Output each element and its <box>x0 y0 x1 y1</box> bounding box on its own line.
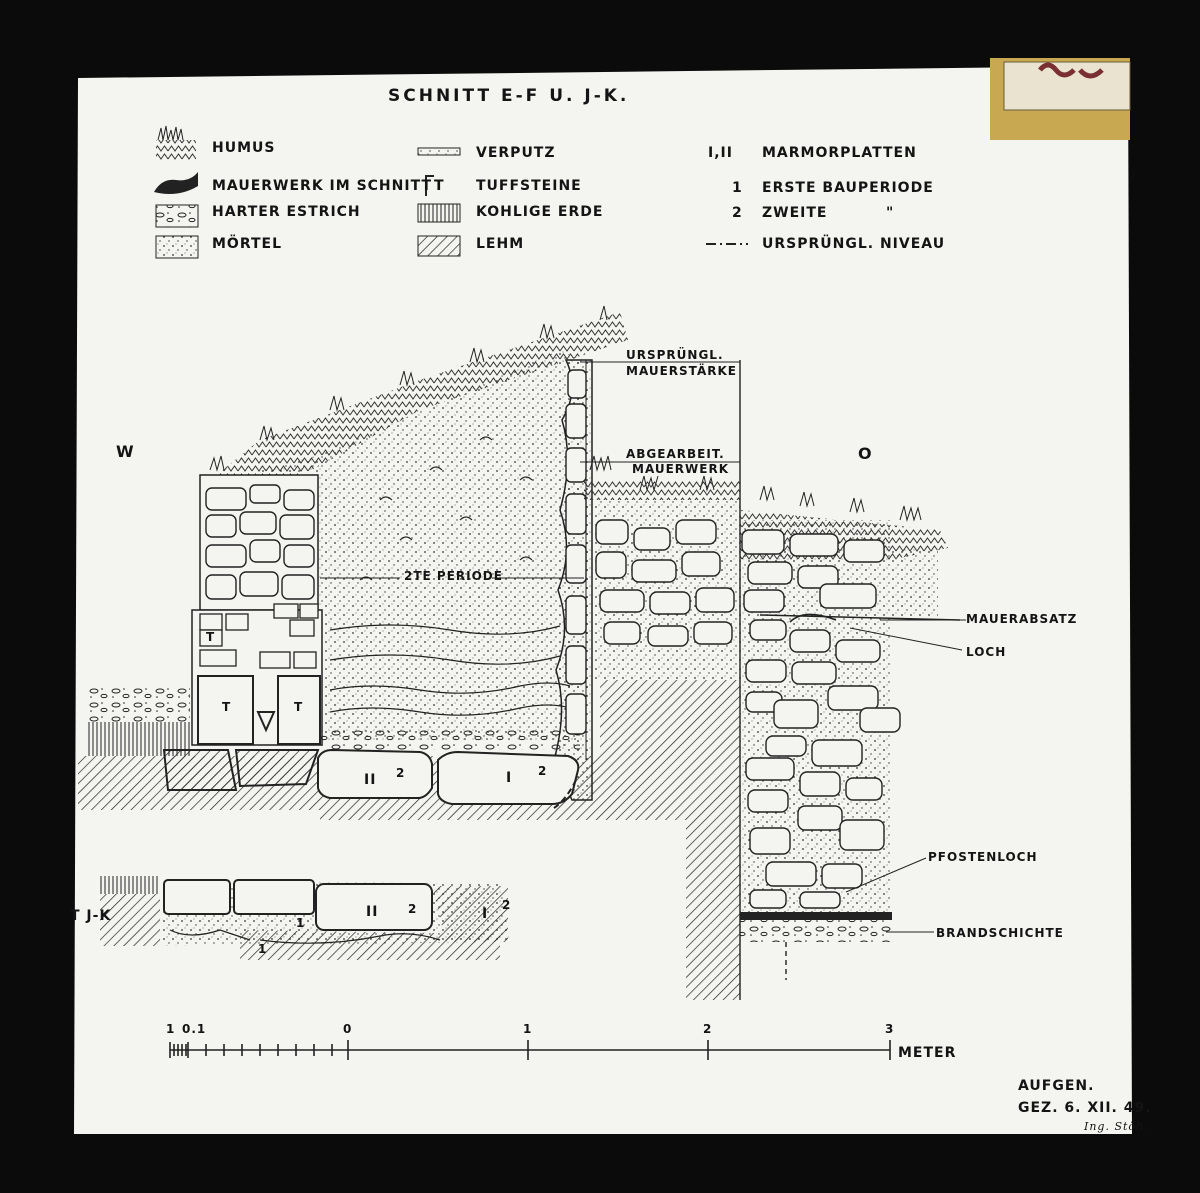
legend-hard-screed: HARTER ESTRICH <box>212 204 361 220</box>
slab-tuff-b: T <box>294 700 304 714</box>
label-post-hole: PFOSTENLOCH <box>928 850 1038 864</box>
lower-slab-marble-i: I <box>482 906 489 922</box>
legend-tuff: TUFFSTEINE <box>476 178 582 194</box>
legend-marble-slabs: MARMORPLATTEN <box>762 145 917 161</box>
label-second-period: 2TE PERIODE <box>404 569 503 583</box>
section-jk <box>100 876 510 960</box>
scale-tick-0: 0 <box>343 1022 353 1036</box>
slab-marble-ii-period: 2 <box>396 766 406 780</box>
legend-swatches <box>154 125 748 259</box>
label-worked-masonry-2: MAUERWERK <box>632 462 730 476</box>
compass-east: O <box>858 444 873 463</box>
legend-tuff-key: T <box>434 178 445 194</box>
section-ef <box>78 305 966 1000</box>
label-original-thickness-1: URSPRÜNGL. <box>626 348 724 362</box>
scale-tick-1m: 1 <box>523 1022 533 1036</box>
legend-ditto: " <box>886 205 895 221</box>
legend-first-period: ERSTE BAUPERIODE <box>762 180 934 196</box>
scale-bar <box>169 1040 891 1060</box>
postage-stamp <box>990 58 1131 140</box>
label-original-thickness-2: MAUERSTÄRKE <box>626 364 737 378</box>
credit-drawn-date: GEZ. 6. XII. 49. <box>1018 1100 1152 1116</box>
legend-second-period: ZWEITE <box>762 205 828 221</box>
label-worked-masonry-1: ABGEARBEIT. <box>626 447 725 461</box>
legend-key-period-2: 2 <box>732 205 743 221</box>
legend-charcoal-earth: KOHLIGE ERDE <box>476 204 604 220</box>
lower-period-1b: 1 <box>258 942 268 956</box>
label-hole: LOCH <box>966 645 1007 659</box>
credit-signature: Ing. Stöh. <box>1084 1120 1149 1133</box>
label-section-jk: T J-K <box>70 908 112 924</box>
scale-tick-2m: 2 <box>703 1022 713 1036</box>
legend-humus: HUMUS <box>212 140 276 156</box>
compass-west: W <box>116 442 135 461</box>
scale-tick-0-1: 0.1 <box>182 1022 207 1036</box>
scale-unit: METER <box>898 1045 957 1061</box>
slab-tuff-small: T <box>206 630 216 644</box>
lower-period-1a: 1 <box>296 916 306 930</box>
lower-slab-marble-ii: II <box>366 904 379 920</box>
label-wall-offset: MAUERABSATZ <box>966 612 1078 626</box>
slab-marble-i-period: 2 <box>538 764 548 778</box>
label-burn-layer: BRANDSCHICHTE <box>936 926 1064 940</box>
diagram-title: SCHNITT E-F U. J-K. <box>388 86 630 106</box>
legend-masonry-in-section: MAUERWERK IM SCHNITT <box>212 178 432 194</box>
legend-original-level: URSPRÜNGL. NIVEAU <box>762 236 946 252</box>
scale-tick-1: 1 <box>166 1022 176 1036</box>
scale-tick-3m: 3 <box>885 1022 895 1036</box>
slab-marble-i: I <box>506 770 513 786</box>
lower-slab-marble-ii-period: 2 <box>408 902 418 916</box>
lower-slab-marble-i-period: 2 <box>502 898 512 912</box>
credit-recorded: AUFGEN. <box>1018 1078 1095 1094</box>
legend-key-period-1: 1 <box>732 180 743 196</box>
legend-clay: LEHM <box>476 236 525 252</box>
legend-plaster: VERPUTZ <box>476 145 556 161</box>
legend-mortar: MÖRTEL <box>212 236 283 252</box>
legend-key-marble: I,II <box>708 145 733 161</box>
slab-marble-ii: II <box>364 772 377 788</box>
slab-tuff-a: T <box>222 700 232 714</box>
